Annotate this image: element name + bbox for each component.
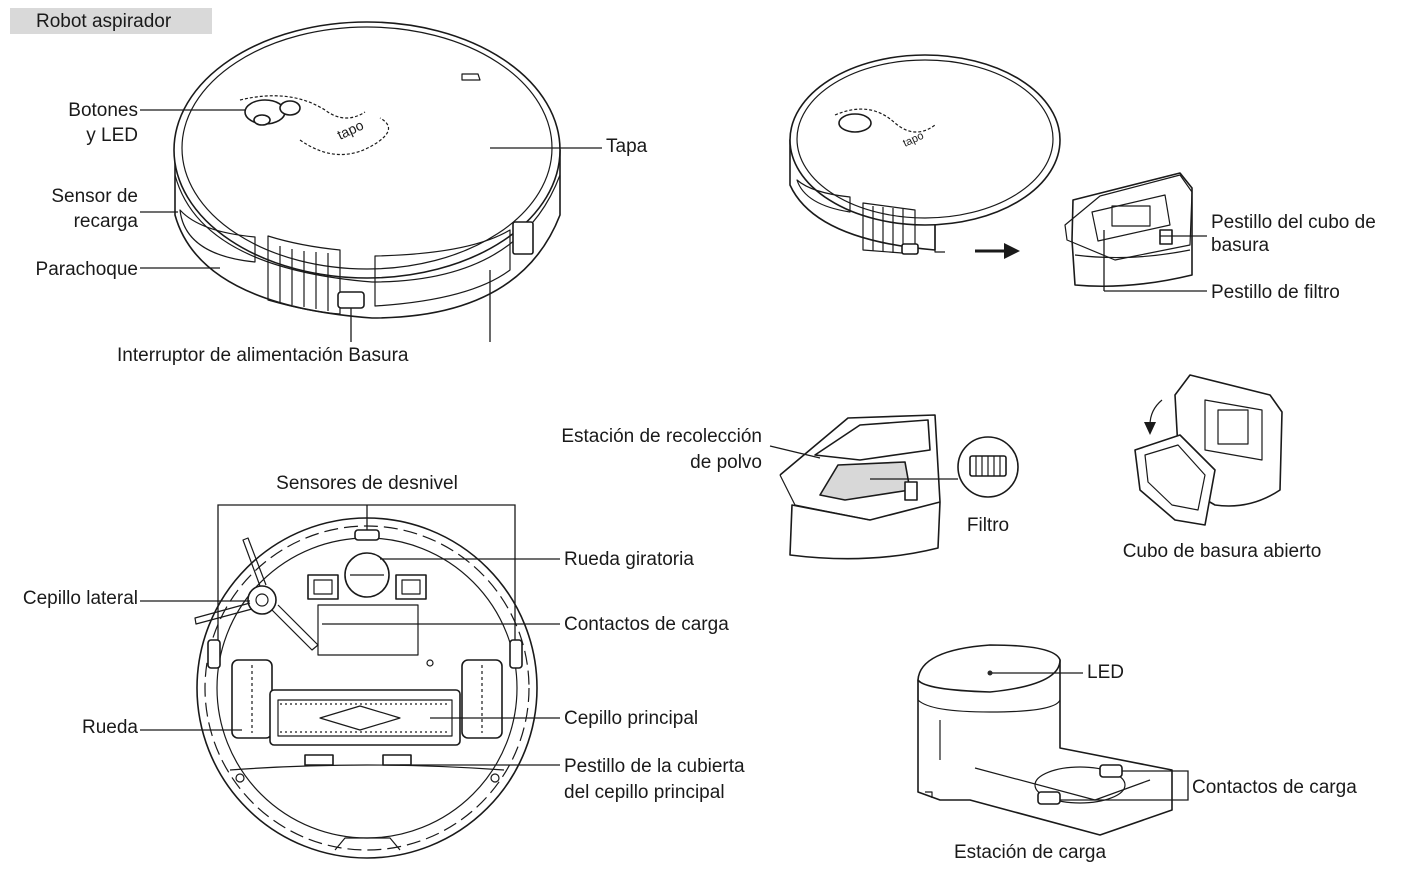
label-filtro: Filtro (967, 515, 1009, 536)
dust-filter-area (819, 461, 911, 501)
label-estacion-recoleccion-2: de polvo (690, 452, 762, 473)
label-contactos-carga-robot: Contactos de carga (564, 614, 729, 635)
label-parachoque: Parachoque (36, 259, 138, 280)
label-cepillo-lateral: Cepillo lateral (23, 588, 138, 609)
charging-contact-left (307, 574, 339, 600)
label-pestillo-cubo-2: basura (1211, 235, 1270, 256)
robot-top-view: tapo Botones y LED Tapa Sensor de recarg… (36, 21, 648, 366)
robot-bin-removed-view: tapo Pestillo del cubo de basura Pestill… (789, 54, 1376, 303)
label-botones-1: Botones (68, 100, 138, 121)
right-arrow-icon (975, 243, 1020, 259)
dust-lid (814, 419, 931, 461)
side-brush (194, 537, 319, 651)
header: Robot aspirador (10, 8, 212, 34)
label-pestillo-cubo-1: Pestillo del cubo de (1211, 212, 1376, 233)
label-rueda-giratoria: Rueda giratoria (564, 549, 694, 570)
label-cepillo-principal: Cepillo principal (564, 708, 698, 729)
front-sensor (354, 529, 380, 541)
robot-top-small (789, 54, 1061, 226)
robot-top-cover (173, 21, 561, 279)
label-sensor-2: recarga (74, 211, 139, 232)
station-contact-left (1037, 791, 1061, 805)
robot-bottom-view: Sensores de desnivel Rueda giratoria Cep… (23, 473, 745, 859)
buttons-led-cluster (239, 95, 390, 156)
label-led: LED (1087, 662, 1124, 683)
station-contact-right (1099, 764, 1123, 778)
label-cubo-abierto: Cubo de basura abierto (1123, 541, 1322, 562)
label-interruptor: Interruptor de alimentación Basura (117, 345, 409, 366)
filter-inset (957, 436, 1019, 498)
label-pestillo-cubierta-1: Pestillo de la cubierta (564, 756, 745, 777)
station-led (987, 670, 993, 676)
bumper-window (179, 209, 256, 263)
label-pestillo-cubierta-2: del cepillo principal (564, 782, 725, 803)
vent-grille (267, 235, 341, 315)
open-bin-door (1134, 434, 1216, 526)
charging-contact-right (395, 574, 427, 600)
label-contactos-carga-estacion: Contactos de carga (1192, 777, 1357, 798)
charging-station-top (917, 644, 1061, 693)
header-title: Robot aspirador (36, 11, 172, 32)
header-background (10, 8, 212, 34)
open-dustbin-view: Cubo de basura abierto (1123, 374, 1322, 562)
charging-station-body (917, 659, 1173, 836)
label-botones-2: y LED (86, 125, 138, 146)
charging-station-view: LED Contactos de carga Estación de carga (917, 644, 1357, 863)
dustbin-panel (374, 229, 511, 307)
label-rueda: Rueda (82, 717, 138, 738)
bin-latch (512, 221, 534, 255)
dustbin (1071, 172, 1193, 288)
wheel-left (231, 659, 273, 739)
label-sensor-1: Sensor de (51, 186, 138, 207)
wheel-right (461, 659, 503, 739)
label-sensores-desnivel: Sensores de desnivel (276, 473, 458, 494)
power-switch (337, 291, 365, 309)
label-pestillo-filtro: Pestillo de filtro (1211, 282, 1340, 303)
dust-station-view: Estación de recolección de polvo Filtro (561, 414, 1019, 560)
label-estacion-carga: Estación de carga (954, 842, 1107, 863)
label-estacion-recoleccion-1: Estación de recolección (561, 426, 762, 447)
label-tapa: Tapa (606, 136, 648, 157)
